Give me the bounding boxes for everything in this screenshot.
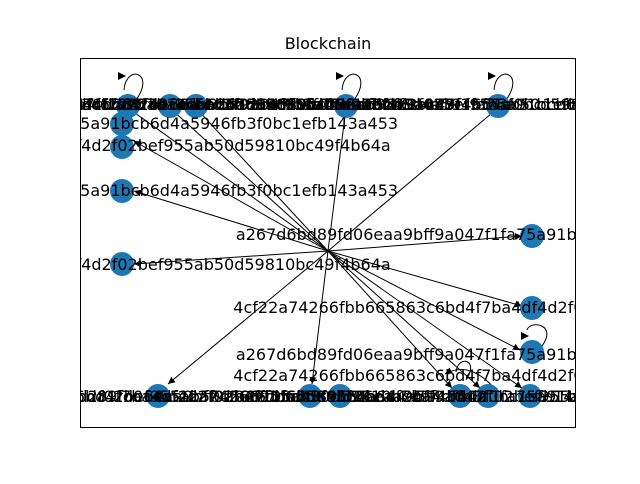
node <box>110 252 134 276</box>
nodes <box>110 94 544 408</box>
node <box>298 384 322 408</box>
graph-title: Blockchain <box>285 34 372 53</box>
node-labels: a267d6bd89fd06eaa9bff9a047f1fa75a91bcb6d… <box>0 95 640 406</box>
node <box>328 384 352 408</box>
node-label: 4cf22a74266fbb665863c6bd4f7ba4df4d2f02be… <box>0 95 512 114</box>
node <box>334 94 358 118</box>
self-loop <box>526 324 548 347</box>
node-label: 4cf22a74266fbb665863c6bd4f7ba4df4d2f02be… <box>0 255 391 274</box>
loop-arrowhead <box>336 72 344 80</box>
edge <box>327 233 523 252</box>
edges <box>127 107 523 391</box>
axes-frame <box>80 58 576 428</box>
node <box>110 112 134 136</box>
edge <box>167 250 329 385</box>
node-label: a267d6bd89fd06eaa9bff9a047f1fa75a91bcb6d… <box>41 95 640 114</box>
node <box>184 94 208 118</box>
node-label: a267d6bd89fd06eaa9bff9a047f1fa75a91bcb6d… <box>236 345 640 364</box>
edge <box>327 107 499 252</box>
edge <box>195 107 329 252</box>
loop-arrowhead <box>521 332 529 340</box>
node-label: 4cf22a74266fbb665863c6bd4f7ba4df4d2f02be… <box>0 136 391 155</box>
node-label: 4cf22a74266fbb665863c6bd4f7ba4df4d2f02be… <box>233 298 640 317</box>
node <box>520 340 544 364</box>
loop-arrowhead <box>488 72 496 80</box>
node-label: a267d6bd89fd06eaa9bff9a047f1fa75a91bcb6d… <box>16 387 624 406</box>
loop-arrowhead <box>118 72 126 80</box>
edge <box>327 250 521 351</box>
self-loop <box>455 360 472 381</box>
node-label: a267d6bd89fd06eaa9bff9a047f1fa75a91bcb6d… <box>0 95 454 114</box>
edge <box>309 250 329 385</box>
node-label: 4cf22a74266fbb665863c6bd4f7ba4df4d2f02be… <box>83 95 640 114</box>
node-label: a267d6bd89fd06eaa9bff9a047f1fa75a91bcb6d… <box>206 95 640 114</box>
node <box>158 94 182 118</box>
edge <box>133 140 329 252</box>
node-label: 4cf22a74266fbb665863c6bd4f7ba4df4d2f02be… <box>0 387 377 406</box>
node <box>110 179 134 203</box>
node-label: 4cf22a74266fbb665863c6bd4f7ba4df4d2f02be… <box>233 366 640 385</box>
node-label: 4cf22a74266fbb665863c6bd4f7ba4df4d2f02be… <box>0 95 402 114</box>
node <box>448 384 472 408</box>
node <box>486 94 510 118</box>
edge <box>327 250 453 389</box>
node-label: a267d6bd89fd06eaa9bff9a047f1fa75a91bcb6d… <box>0 181 398 200</box>
node-label: a267d6bd89fd06eaa9bff9a047f1fa75a91bcb6d… <box>236 387 640 406</box>
edge <box>327 250 523 308</box>
edge <box>169 107 329 252</box>
node-label: a267d6bd89fd06eaa9bff9a047f1fa75a91bcb6d… <box>0 114 398 133</box>
node <box>110 135 134 159</box>
node <box>520 296 544 320</box>
self-loop <box>493 73 514 101</box>
self-loop <box>123 73 144 101</box>
node-label: 4cf22a74266fbb665863c6bd4f7ba4df4d2f02be… <box>153 387 640 406</box>
node <box>146 384 170 408</box>
node-label: 4cf22a74266fbb665863c6bd4f7ba4df4d2f02be… <box>0 387 487 406</box>
self-loop <box>341 73 362 101</box>
node <box>520 224 544 248</box>
edge <box>327 250 481 389</box>
edge <box>327 250 523 389</box>
edge <box>133 189 329 252</box>
node-label: a267d6bd89fd06eaa9bff9a047f1fa75a91bcb6d… <box>236 225 640 244</box>
edge <box>133 250 329 268</box>
edge <box>327 107 349 252</box>
edge <box>127 107 329 252</box>
node <box>476 384 500 408</box>
node <box>518 384 542 408</box>
